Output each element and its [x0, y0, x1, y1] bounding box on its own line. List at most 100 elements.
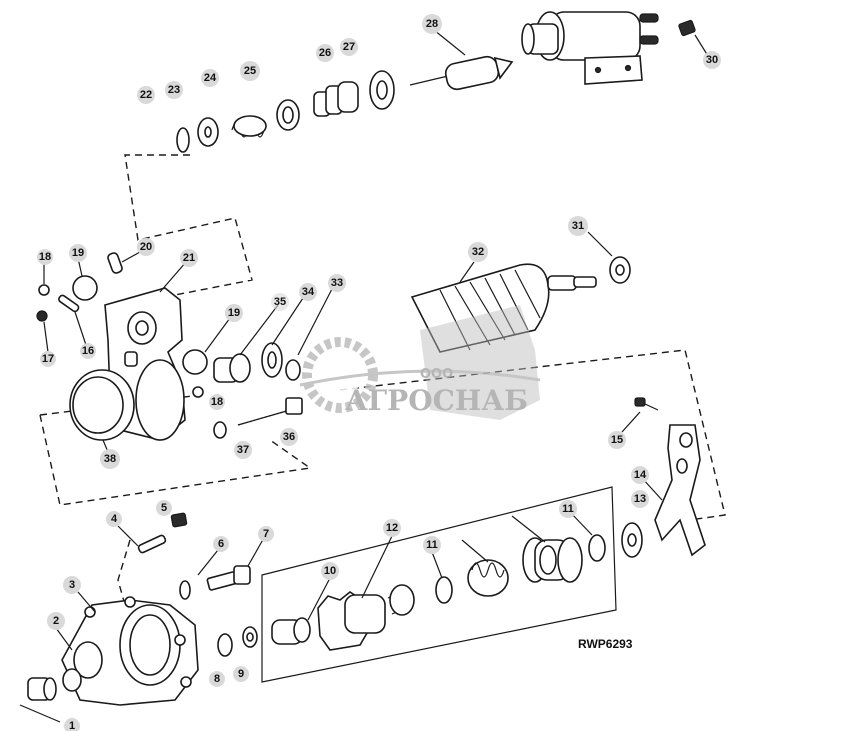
callout-number: 8	[214, 673, 220, 685]
callout-bubble	[156, 500, 172, 516]
pinion-12	[317, 584, 415, 651]
callout-8: 8	[209, 671, 225, 687]
callout-7: 7	[258, 526, 274, 542]
ring-11-right	[588, 534, 606, 562]
bolt-7	[206, 565, 251, 591]
callout-number: 6	[218, 538, 224, 550]
ball-18	[192, 386, 204, 398]
callout-9: 9	[233, 666, 249, 682]
gasket-38	[69, 369, 135, 441]
callout-bubble	[280, 428, 298, 446]
callout-28: 28	[422, 14, 442, 34]
callout-number: 16	[82, 345, 94, 357]
washer-23	[197, 117, 219, 147]
callout-number: 14	[634, 469, 647, 481]
callout-bubble	[165, 81, 183, 99]
callout-21: 21	[180, 249, 198, 267]
callout-bubble	[80, 343, 96, 359]
callout-number: 12	[386, 522, 398, 534]
callout-bubble	[240, 61, 260, 81]
callout-18b: 18	[209, 394, 225, 410]
callout-number: 1	[69, 720, 75, 731]
callout-bubble	[63, 576, 81, 594]
callout-bubble	[47, 612, 65, 630]
callout-number: 2	[53, 615, 59, 627]
callout-3: 3	[63, 576, 81, 594]
callout-number: 5	[161, 502, 167, 514]
drive-12	[522, 537, 583, 583]
callout-bubble	[631, 466, 649, 484]
callout-number: 31	[572, 220, 584, 232]
callout-38: 38	[100, 449, 120, 469]
callout-number: 30	[706, 54, 718, 66]
callout-number: 24	[204, 72, 217, 84]
plunger-28	[409, 55, 514, 91]
callout-bubble	[180, 249, 198, 267]
callout-number: 23	[168, 84, 180, 96]
callout-number: 26	[319, 47, 331, 59]
callout-number: 17	[42, 353, 54, 365]
callout-bubble	[234, 441, 252, 459]
washer-31	[609, 256, 631, 284]
callout-23: 23	[165, 81, 183, 99]
callout-number: 19	[72, 247, 84, 259]
callout-bubble	[69, 244, 87, 262]
bearing-35	[213, 353, 251, 383]
washer-13	[621, 522, 643, 558]
nose-housing-2-3	[61, 596, 199, 706]
callout-20: 20	[137, 238, 155, 256]
callout-25: 25	[240, 61, 260, 81]
washer-8	[217, 633, 233, 657]
callout-30: 30	[703, 51, 721, 69]
callout-bubble	[209, 671, 225, 687]
callout-number: 33	[331, 277, 343, 289]
callout-number: 7	[263, 528, 269, 540]
watermark-prefix: ООО	[420, 367, 453, 382]
callout-6: 6	[213, 536, 229, 552]
ring-11-left	[435, 576, 453, 604]
callout-number: 3	[69, 579, 75, 591]
callout-bubble	[100, 449, 120, 469]
callout-32: 32	[468, 242, 488, 262]
callout-27: 27	[340, 38, 358, 56]
callout-number: 37	[237, 444, 249, 456]
callout-16: 16	[80, 343, 96, 359]
callout-15: 15	[608, 431, 626, 449]
callout-1: 1	[64, 718, 80, 731]
callout-number: 32	[472, 246, 484, 258]
callout-number: 28	[426, 18, 438, 30]
callout-26: 26	[316, 44, 334, 62]
retaining-ring-37	[213, 421, 227, 439]
callout-12: 12	[383, 519, 401, 537]
callout-number: 18	[39, 251, 51, 263]
bolt-36	[237, 397, 303, 426]
armature-32	[410, 263, 597, 353]
callout-33: 33	[328, 274, 346, 292]
callout-bubble	[316, 44, 334, 62]
callout-bubble	[321, 562, 339, 580]
callout-19a: 19	[69, 244, 87, 262]
callout-bubble	[225, 304, 243, 322]
callout-bubble	[383, 519, 401, 537]
callout-bubble	[328, 274, 346, 292]
boot-26	[313, 81, 359, 117]
callout-bubble	[37, 249, 53, 265]
callout-number: 9	[238, 668, 244, 680]
callout-bubble	[201, 69, 219, 87]
bolt-30	[678, 19, 696, 37]
callout-10: 10	[321, 562, 339, 580]
callout-number: 25	[244, 65, 256, 77]
callout-11b: 11	[559, 500, 577, 518]
callout-number: 11	[562, 503, 574, 515]
callout-number: 27	[343, 41, 355, 53]
callout-number: 35	[274, 296, 286, 308]
lower-dashed-guide	[117, 539, 131, 606]
callout-bubble	[468, 242, 488, 262]
callout-35: 35	[271, 293, 289, 311]
callout-24: 24	[201, 69, 219, 87]
callout-number: 22	[140, 89, 152, 101]
callout-bubble	[209, 394, 225, 410]
pin-15	[634, 397, 659, 411]
